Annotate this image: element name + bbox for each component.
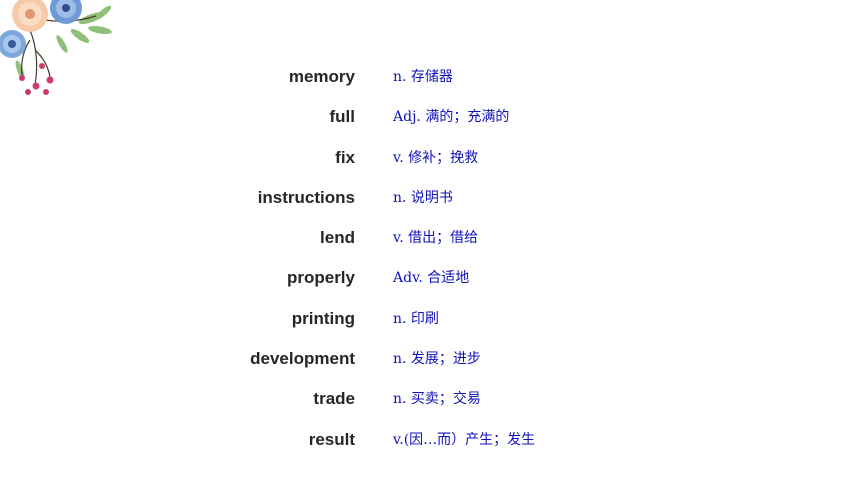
vocab-row: printing n. 印刷 xyxy=(0,299,860,339)
vocab-row: memory n. 存储器 xyxy=(0,57,860,97)
vocab-word: instructions xyxy=(257,187,355,207)
vocab-meaning: v.(因…而）产生；发生 xyxy=(393,431,536,448)
floral-corner-decoration xyxy=(0,0,112,95)
vocab-meaning: v. 借出；借给 xyxy=(393,230,479,247)
vocab-row: instructions n. 说明书 xyxy=(0,178,860,218)
vocab-meaning: n. 说明书 xyxy=(393,189,453,206)
vocab-row: trade n. 买卖；交易 xyxy=(0,379,860,419)
vocab-row: lend v. 借出；借给 xyxy=(0,218,860,258)
berry-icon xyxy=(19,63,54,95)
vocab-word: fix xyxy=(335,147,355,167)
vocab-meaning: n. 印刷 xyxy=(393,310,439,327)
vocab-word: printing xyxy=(291,308,355,328)
vocab-row: properly Adv. 合适地 xyxy=(0,258,860,298)
vocab-word: properly xyxy=(286,268,355,288)
leaf-icon xyxy=(15,5,112,80)
vocab-meaning: n. 存储器 xyxy=(393,69,453,85)
vocab-word: result xyxy=(308,429,355,449)
vocabulary-list: memory n. 存储器 full Adj. 满的；充满的 fix v. 修补… xyxy=(0,57,860,460)
blue-flower-icon xyxy=(0,30,26,58)
vocab-meaning: Adv. 合适地 xyxy=(393,270,470,287)
vocab-meaning: Adj. 满的；充满的 xyxy=(393,109,510,126)
peach-flower-icon xyxy=(12,0,48,32)
vocab-row: development n. 发展；进步 xyxy=(0,339,860,379)
vocab-word: memory xyxy=(288,67,355,86)
vocab-meaning: v. 修补；挽救 xyxy=(393,149,479,166)
vocab-meaning: n. 买卖；交易 xyxy=(393,391,481,408)
vocab-row: full Adj. 满的；充满的 xyxy=(0,97,860,137)
blue-flower-icon xyxy=(50,0,82,24)
vocab-word: lend xyxy=(320,228,355,248)
vocab-word: full xyxy=(329,107,356,127)
vocab-row: fix v. 修补；挽救 xyxy=(0,138,860,178)
vocab-word: trade xyxy=(313,389,355,409)
vocab-row: result v.(因…而）产生；发生 xyxy=(0,420,860,460)
vocab-meaning: n. 发展；进步 xyxy=(393,351,481,368)
vocab-word: development xyxy=(250,349,355,369)
